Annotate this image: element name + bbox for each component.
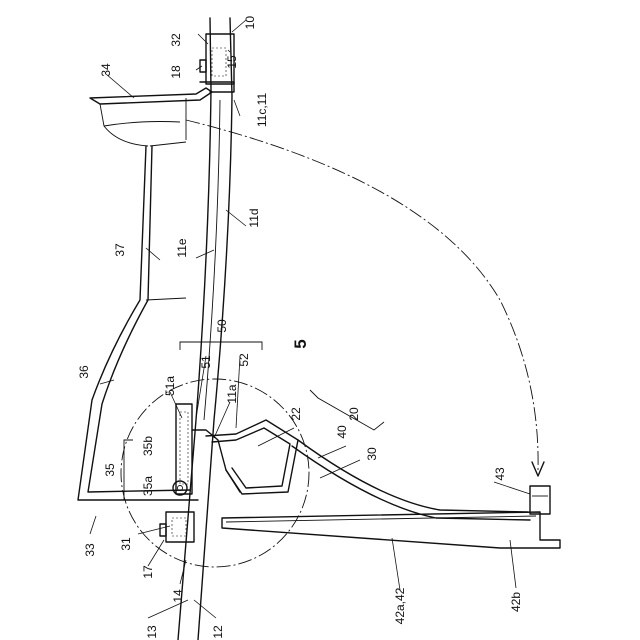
- label-51a: 51a: [163, 376, 177, 396]
- label-52: 52: [237, 353, 251, 367]
- label-11c: 11c,11: [255, 93, 269, 128]
- label-17: 17: [141, 565, 155, 579]
- label-22: 22: [289, 407, 303, 421]
- label-14: 14: [171, 589, 185, 603]
- label-35b: 35b: [141, 436, 155, 456]
- hinge-assembly: [173, 404, 240, 495]
- label-10: 10: [243, 16, 257, 30]
- label-36: 36: [77, 365, 91, 379]
- label-32: 32: [169, 33, 183, 47]
- label-18: 18: [169, 65, 183, 79]
- label-37: 37: [113, 243, 127, 257]
- label-40: 40: [335, 425, 349, 439]
- label-43: 43: [493, 467, 507, 481]
- brace-group: [124, 334, 384, 500]
- label-35: 35: [103, 463, 117, 477]
- label-35a: 35a: [141, 476, 155, 496]
- label-30: 30: [365, 447, 379, 461]
- label-42a: 42a,42: [393, 587, 407, 624]
- label-50: 50: [215, 319, 229, 333]
- label-12: 12: [211, 625, 225, 639]
- label-11a: 11a: [225, 384, 239, 403]
- label-11d: 11d: [247, 208, 261, 227]
- leader-lines: [90, 20, 530, 618]
- label-42b: 42b: [509, 592, 523, 612]
- top-cap: [90, 88, 212, 146]
- label-15: 15: [225, 55, 239, 69]
- label-33: 33: [83, 543, 97, 557]
- label-11e: 11e: [175, 238, 189, 257]
- label-5: 5: [291, 339, 310, 348]
- label-31: 31: [119, 537, 133, 551]
- label-34: 34: [99, 63, 113, 77]
- swing-arc: [186, 120, 544, 476]
- label-13: 13: [145, 625, 159, 639]
- flap-bracket: [206, 420, 530, 520]
- label-51: 51: [199, 355, 213, 369]
- label-20: 20: [347, 407, 361, 421]
